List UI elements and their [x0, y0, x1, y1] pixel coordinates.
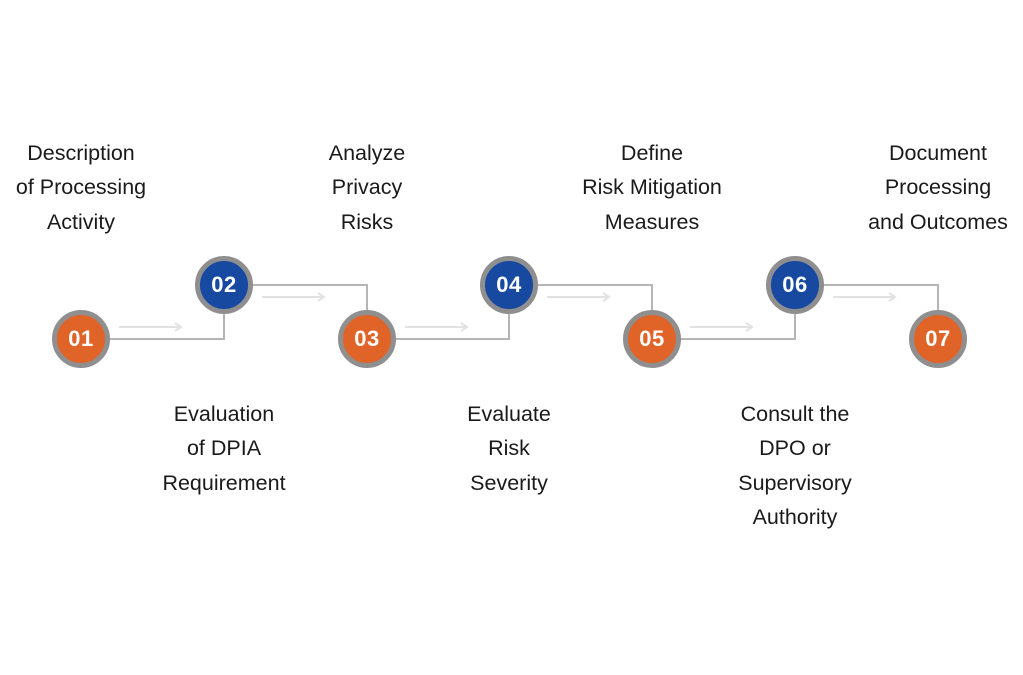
step-04-label: Evaluate Risk Severity — [414, 397, 604, 501]
arrow-icon — [547, 292, 611, 302]
connector-line — [824, 284, 939, 310]
step-01-label: Description of Processing Activity — [0, 136, 176, 240]
step-06-label-line: Authority — [752, 505, 838, 530]
arrow-icon — [262, 292, 326, 302]
step-06-label-line: DPO or — [759, 436, 831, 461]
step-04-label-line: Severity — [470, 470, 548, 495]
step-07-label-line: and Outcomes — [868, 209, 1008, 234]
step-04-circle: 04 — [480, 256, 538, 314]
step-07-circle: 07 — [909, 310, 967, 368]
step-04-number: 04 — [496, 272, 522, 297]
connector-line — [110, 314, 225, 340]
step-06-label: Consult the DPO or Supervisory Authority — [700, 397, 890, 535]
step-01-label-line: Activity — [46, 209, 116, 234]
arrow-icon — [405, 322, 469, 332]
step-06-number: 06 — [782, 272, 808, 297]
step-06-label-line: Supervisory — [738, 470, 852, 495]
step-05-label-line: Risk Mitigation — [582, 175, 722, 200]
step-04-label-line: Evaluate — [467, 401, 551, 426]
step-01-label-line: Description — [27, 140, 135, 165]
step-01-label-line: of Processing — [15, 175, 147, 200]
arrow-icon — [119, 322, 183, 332]
arrow-icon — [690, 322, 754, 332]
step-05-label-line: Measures — [604, 209, 700, 234]
step-07-label-line: Processing — [884, 175, 992, 200]
step-03-circle: 03 — [338, 310, 396, 368]
step-03-label-line: Privacy — [331, 175, 403, 200]
step-05-label-line: Define — [620, 140, 684, 165]
step-01-circle: 01 — [52, 310, 110, 368]
connector-line — [396, 314, 510, 340]
step-02-label: Evaluation of DPIA Requirement — [129, 397, 319, 501]
step-05-label: Define Risk Mitigation Measures — [557, 136, 747, 240]
step-04-label-line: Risk — [488, 436, 530, 461]
step-03-label-line: Risks — [340, 209, 394, 234]
step-07-label-line: Document — [889, 140, 987, 165]
step-02-label-line: of DPIA — [186, 436, 262, 461]
step-06-circle: 06 — [766, 256, 824, 314]
step-07-number: 07 — [925, 326, 951, 351]
step-05-circle: 05 — [623, 310, 681, 368]
step-06-label-line: Consult the — [740, 401, 850, 426]
arrow-icon — [833, 292, 897, 302]
step-02-number: 02 — [211, 272, 237, 297]
connector-line — [253, 284, 368, 310]
step-03-label-line: Analyze — [328, 140, 406, 165]
step-03-number: 03 — [354, 326, 380, 351]
connector-line — [538, 284, 653, 310]
step-07-label: Document Processing and Outcomes — [843, 136, 1023, 240]
step-02-circle: 02 — [195, 256, 253, 314]
step-02-label-line: Evaluation — [173, 401, 275, 426]
step-01-number: 01 — [68, 326, 94, 351]
step-03-label: Analyze Privacy Risks — [272, 136, 462, 240]
step-02-label-line: Requirement — [162, 470, 286, 495]
connector-line — [681, 314, 796, 340]
step-05-number: 05 — [639, 326, 665, 351]
